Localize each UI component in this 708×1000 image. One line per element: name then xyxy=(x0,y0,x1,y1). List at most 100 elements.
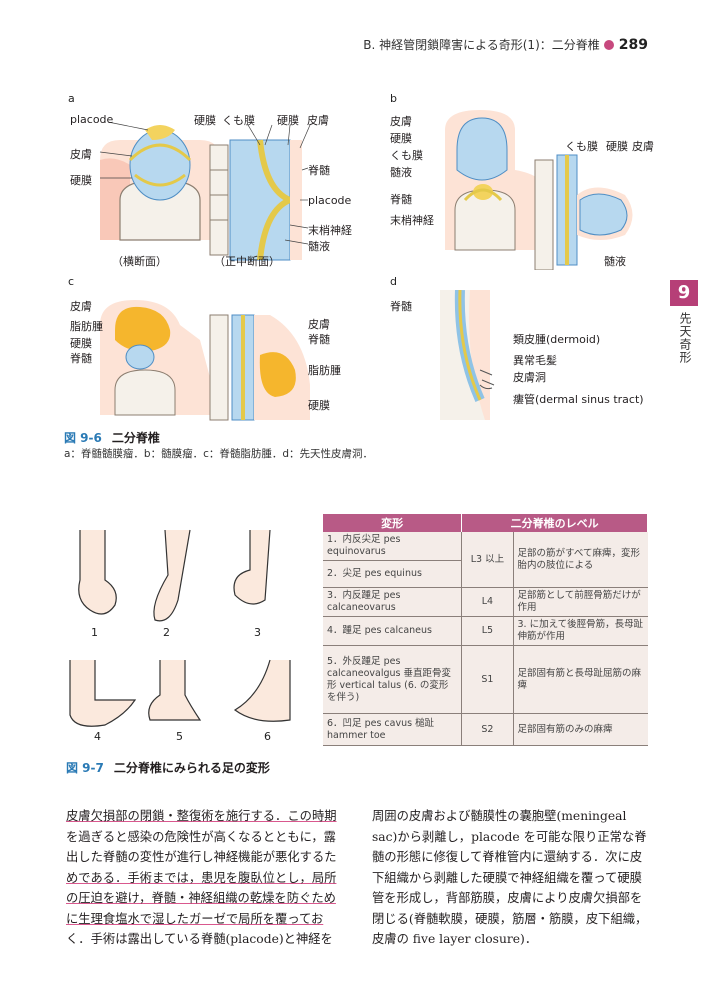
table-row: 5．外反踵足 pes calcaneovalgus 垂直距骨変形 vertica… xyxy=(323,645,648,714)
c-label-lipoma2: 脂肪腫 xyxy=(308,364,341,377)
c-label-cord2: 脊髄 xyxy=(308,333,330,346)
foot-number-3: 3 xyxy=(254,626,261,639)
panel-b-illustration xyxy=(445,110,633,270)
b-label-cord: 脊髄 xyxy=(390,193,412,206)
header-dot-icon xyxy=(603,39,614,50)
panel-c-illustration xyxy=(100,300,310,421)
table-cell-desc: 足部固有筋と長母趾屈筋の麻痺 xyxy=(513,645,648,714)
a-label-placode: placode xyxy=(70,113,114,126)
foot-number-1: 1 xyxy=(91,626,98,639)
b-label-csf2: 髄液 xyxy=(604,255,626,268)
body-right-line: 管を形成し，背部筋膜，皮膚により皮膚欠損部を xyxy=(372,891,643,905)
feet-illustration xyxy=(69,529,291,727)
a-label-csf: 髄液 xyxy=(308,240,330,253)
table-cell-desc: 足部の筋がすべて麻痺，変形胎内の肢位による xyxy=(513,532,648,588)
chapter-tab-number: 9 xyxy=(670,280,698,306)
panel-c-letter: c xyxy=(68,275,75,288)
a-label-placode2: placode xyxy=(308,194,352,207)
table-row: 6．凹足 pes cavus 槌趾 hammer toe S2 足部固有筋のみの… xyxy=(323,713,648,746)
table-row: 3．内反踵足 pes calcaneovarus L4 足部筋として前脛骨筋だけ… xyxy=(323,587,648,617)
panel-a-letter: a xyxy=(68,92,75,105)
body-right-line: 皮膚の five layer closure)． xyxy=(372,932,538,946)
b-label-csf: 髄液 xyxy=(390,166,412,179)
figure-7-caption-number: 図 9-7 xyxy=(66,761,104,775)
table-cell-deformity: 5．外反踵足 pes calcaneovalgus 垂直距骨変形 vertica… xyxy=(323,645,462,714)
body-left-line: く．手術は露出している脊髄(placode)と神経を xyxy=(66,932,333,946)
table-cell-desc: 足部筋として前脛骨筋だけが作用 xyxy=(513,587,648,617)
table-cell-deformity: 3．内反踵足 pes calcaneovarus xyxy=(323,587,462,617)
running-header: B. 神経管閉鎖障害による奇形(1)：二分脊椎 289 xyxy=(363,36,648,53)
page-number: 289 xyxy=(618,36,648,53)
table-row: 2．尖足 pes equinus xyxy=(323,560,648,588)
b-label-dura2: 硬膜 xyxy=(606,140,628,153)
body-text-left: 皮膚欠損部の閉鎖・整復術を施行する．この時期 を過ぎると感染の危険性が高くなると… xyxy=(66,806,366,950)
table-cell-level: S2 xyxy=(461,713,514,746)
c-label-skin: 皮膚 xyxy=(70,300,92,313)
foot-number-6: 6 xyxy=(264,730,271,743)
table-cell-desc: 3. に加えて後脛骨筋，長母趾伸筋が作用 xyxy=(513,616,648,646)
foot-number-4: 4 xyxy=(94,730,101,743)
figure-6-caption-sub: a：脊髄髄膜瘤．b：髄膜瘤．c：脊髄脂肪腫．d：先天性皮膚洞． xyxy=(64,448,374,460)
body-right-line: 髄の形態に修復して脊椎管内に還納する．次に皮 xyxy=(372,850,643,864)
body-right-line: 下組織から剥離した硬膜で神経組織を覆って硬膜 xyxy=(372,870,642,885)
panel-b-letter: b xyxy=(390,92,397,105)
chapter-tab-label: 先天奇形 xyxy=(678,312,692,364)
c-label-lipoma: 脂肪腫 xyxy=(70,320,103,333)
a-label-skin: 皮膚 xyxy=(70,148,92,161)
b-label-skin: 皮膚 xyxy=(390,115,412,128)
a-label-top-dura2: 硬膜 xyxy=(277,114,299,127)
table-cell-level: L4 xyxy=(461,587,514,617)
a-label-top-skin: 皮膚 xyxy=(307,114,329,127)
b-label-dura: 硬膜 xyxy=(390,132,412,145)
panel-a-illustration xyxy=(99,121,311,261)
a-label-dura: 硬膜 xyxy=(70,174,92,187)
b-label-arachnoid2: くも膜 xyxy=(565,140,598,153)
b-label-skin2: 皮膚 xyxy=(632,140,654,153)
a-label-view-transverse: （横断面） xyxy=(112,255,167,268)
table-header-deformity: 変形 xyxy=(323,514,463,532)
table-cell-deformity: 2．尖足 pes equinus xyxy=(323,560,462,588)
table-cell-level: L3 以上 xyxy=(461,532,514,588)
table-cell-deformity: 1．内反尖足 pes equinovarus xyxy=(323,532,462,561)
d-label-dimple: 皮膚洞 xyxy=(513,371,546,384)
body-right-line: sac)から剥離し，placode を可能な限り正常な脊 xyxy=(372,829,647,844)
foot-number-2: 2 xyxy=(163,626,170,639)
figure-7-caption-title: 二分脊椎にみられる足の変形 xyxy=(113,761,270,775)
a-label-nerve: 末梢神経 xyxy=(308,224,352,237)
table-cell-desc: 足部固有筋のみの麻痺 xyxy=(513,713,648,746)
table-row: 1．内反尖足 pes equinovarus L3 以上 足部の筋がすべて麻痺，… xyxy=(323,532,648,588)
figure-6-caption-number: 図 9-6 xyxy=(64,431,102,445)
body-left-line: を過ぎると感染の危険性が高くなるとともに，露 xyxy=(66,829,336,844)
body-text-right: 周囲の皮膚および髄膜性の嚢胞壁(meningeal sac)から剥離し，plac… xyxy=(372,806,672,950)
a-label-top-dura: 硬膜 xyxy=(194,114,216,127)
body-right-line: 閉じる(脊髄軟膜，硬膜，筋層・筋膜，皮下組織， xyxy=(372,911,648,926)
table-cell-deformity: 6．凹足 pes cavus 槌趾 hammer toe xyxy=(323,713,462,746)
body-left-line: 出した脊髄の変性が進行し神経機能が悪化するた xyxy=(66,850,337,864)
table-cell-level: L5 xyxy=(461,616,514,646)
figure-7-caption: 図 9-7 二分脊椎にみられる足の変形 xyxy=(66,759,270,776)
body-left-line: に生理食塩水で湿したガーゼで局所を覆ってお xyxy=(66,911,324,926)
body-left-line: 皮膚欠損部の閉鎖・整復術を施行する．この時期 xyxy=(66,809,337,823)
table-header-row: 変形 二分脊椎のレベル xyxy=(323,514,648,532)
running-title: B. 神経管閉鎖障害による奇形(1)：二分脊椎 xyxy=(363,38,600,52)
b-label-nerve: 末梢神経 xyxy=(390,214,434,227)
body-right-line: 周囲の皮膚および髄膜性の嚢胞壁(meningeal xyxy=(372,809,627,823)
body-left-line: の圧迫を避け，脊髄・神経組織の乾燥を防ぐため xyxy=(66,891,336,905)
c-label-skin2: 皮膚 xyxy=(308,318,330,331)
d-label-hair: 異常毛髪 xyxy=(513,354,557,367)
table-header-level: 二分脊椎のレベル xyxy=(461,514,648,532)
c-label-dura: 硬膜 xyxy=(70,337,92,350)
table-cell-deformity: 4．踵足 pes calcaneus xyxy=(323,616,462,646)
a-label-arachnoid: くも膜 xyxy=(222,114,255,127)
b-label-arachnoid: くも膜 xyxy=(390,149,423,162)
d-label-cord: 脊髄 xyxy=(390,300,412,313)
d-label-tract: 瘻管(dermal sinus tract) xyxy=(513,393,644,406)
a-label-view-sagittal: （正中断面） xyxy=(214,255,280,268)
foot-number-5: 5 xyxy=(176,730,183,743)
c-label-cord: 脊髄 xyxy=(70,352,92,365)
panel-d-letter: d xyxy=(390,275,397,288)
panel-d-illustration xyxy=(440,290,495,420)
d-label-dermoid: 類皮腫(dermoid) xyxy=(513,333,601,346)
table-cell-level: S1 xyxy=(461,645,514,714)
